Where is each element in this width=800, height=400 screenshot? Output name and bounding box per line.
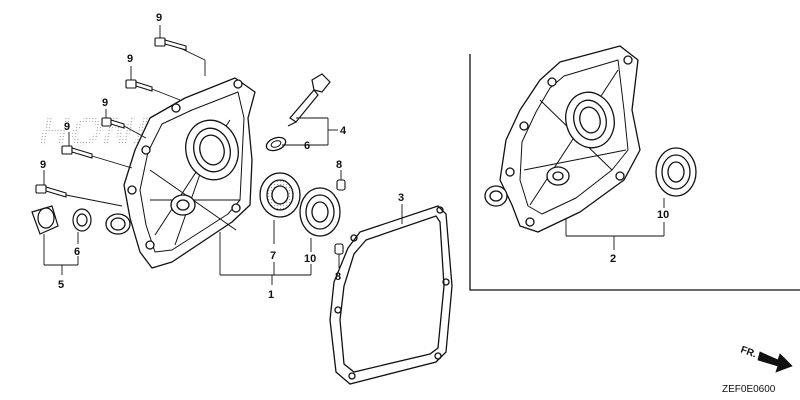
- callout-9-third: 9: [102, 97, 108, 109]
- callout-10-left: 10: [304, 253, 316, 265]
- flange-bolt-3: [101, 117, 125, 129]
- flange-bolt-5: [35, 184, 67, 198]
- callout-10-right: 10: [657, 209, 669, 221]
- callout-6-upper: 6: [304, 140, 310, 152]
- oil-filler-cap: [31, 205, 59, 235]
- front-arrow-icon: [757, 351, 793, 373]
- ball-bearing-right: [655, 147, 697, 197]
- crankcase-cover-right: [484, 45, 641, 233]
- callout-4: 4: [340, 125, 347, 137]
- flange-bolt-2: [125, 79, 153, 92]
- case-cover-gasket: [329, 205, 453, 385]
- callout-8-upper: 8: [336, 159, 342, 171]
- flange-bolts: [35, 37, 187, 198]
- flange-bolt-1: [154, 37, 187, 51]
- callout-9-fifth: 9: [40, 159, 46, 171]
- oil-seal: [259, 172, 301, 218]
- callout-2: 2: [610, 253, 616, 265]
- callout-1: 1: [268, 289, 274, 301]
- crankcase-cover-left: [105, 77, 256, 269]
- callout-8-lower: 8: [335, 271, 341, 283]
- front-direction-indicator: FR.: [739, 344, 793, 373]
- flange-bolt-4: [61, 145, 93, 159]
- dowel-pin-upper: [336, 179, 346, 191]
- callout-9-top: 9: [156, 12, 162, 24]
- drawing-code: ZEF0E0600: [722, 384, 776, 395]
- callout-6-lower: 6: [74, 246, 80, 258]
- front-label: FR.: [739, 344, 758, 360]
- leader-lines: [43, 25, 665, 285]
- callout-3: 3: [398, 192, 404, 204]
- o-ring-upper: [265, 136, 287, 152]
- callout-7: 7: [270, 250, 276, 262]
- oil-level-gauge: [287, 73, 331, 127]
- callout-9-fourth: 9: [64, 121, 70, 133]
- o-ring-lower: [72, 208, 92, 232]
- ball-bearing-left: [299, 187, 341, 237]
- inset-frame: [469, 54, 800, 291]
- dowel-pin-lower: [334, 243, 344, 255]
- callout-labels: 9 9 9 9 9 9 4 6 8 3 7 10 8 1 6 5 10 2: [40, 12, 669, 301]
- callout-5: 5: [58, 279, 64, 291]
- callout-9-second: 9: [127, 53, 133, 65]
